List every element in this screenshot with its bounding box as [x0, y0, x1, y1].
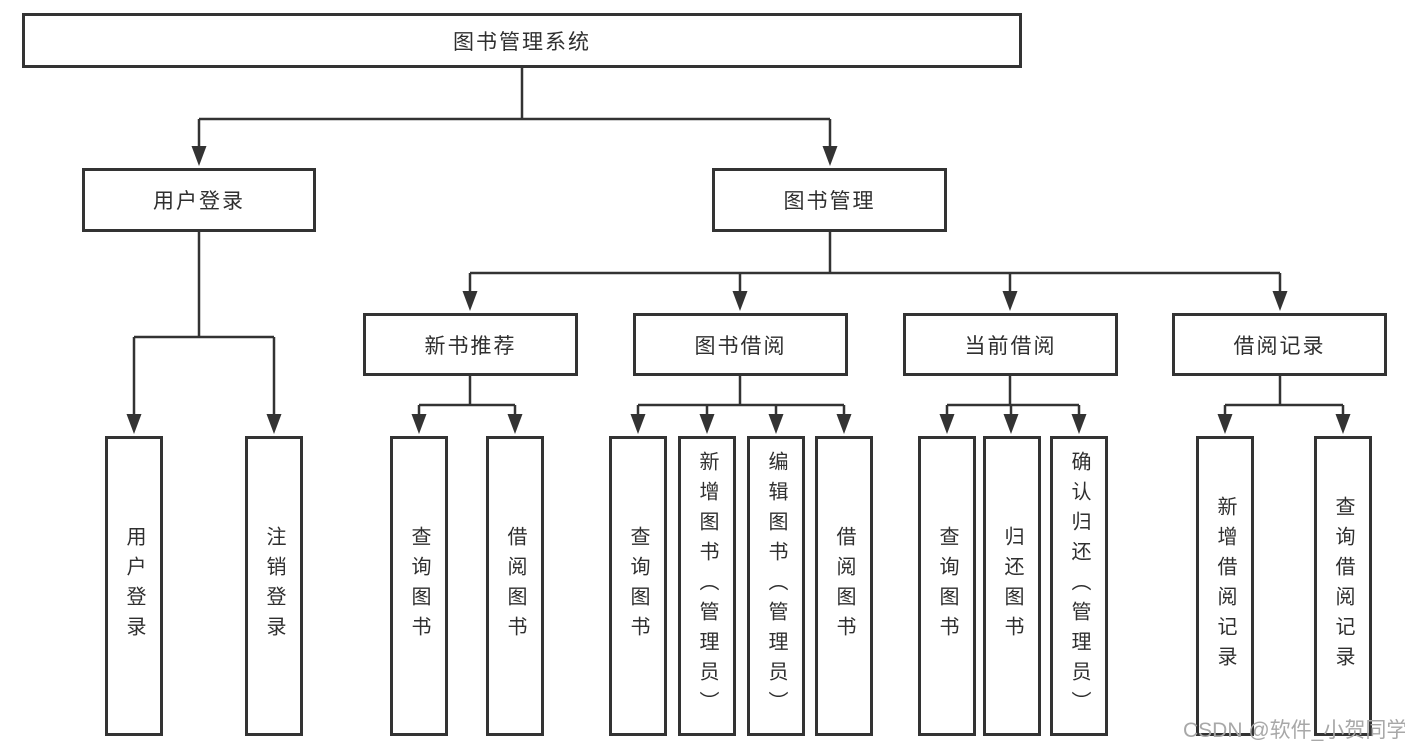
node-root-label: 图书管理系统 [453, 30, 591, 54]
leaf-logout-label: 注销登录 [263, 526, 285, 646]
leaf-query-books-borrow-label: 查询图书 [627, 526, 649, 646]
leaf-edit-book-admin: 编辑图书（管理员） [747, 436, 805, 736]
leaf-query-books-current-label: 查询图书 [936, 526, 958, 646]
leaf-query-books-recommend-label: 查询图书 [408, 526, 430, 646]
leaf-return-book: 归还图书 [983, 436, 1041, 736]
leaf-add-borrow-record-label: 新增借阅记录 [1214, 496, 1236, 676]
leaf-user-login: 用户登录 [105, 436, 163, 736]
node-root: 图书管理系统 [22, 13, 1022, 68]
leaf-query-books-current: 查询图书 [918, 436, 976, 736]
leaf-borrow-books: 借阅图书 [815, 436, 873, 736]
csdn-watermark: CSDN @软件_小贺同学 [1183, 719, 1405, 742]
node-current-borrow-label: 当前借阅 [964, 334, 1057, 358]
node-borrow-records-label: 借阅记录 [1233, 334, 1326, 358]
leaf-borrow-books-recommend: 借阅图书 [486, 436, 544, 736]
node-book-borrow-label: 图书借阅 [694, 334, 787, 358]
leaf-user-login-label: 用户登录 [123, 526, 145, 646]
leaf-query-books-borrow: 查询图书 [609, 436, 667, 736]
leaf-add-borrow-record: 新增借阅记录 [1196, 436, 1254, 736]
leaf-confirm-return-admin: 确认归还（管理员） [1050, 436, 1108, 736]
node-new-book-recommend-label: 新书推荐 [424, 334, 517, 358]
leaf-borrow-books-recommend-label: 借阅图书 [504, 526, 526, 646]
node-user-login-label: 用户登录 [153, 190, 245, 213]
leaf-add-book-admin-label: 新增图书（管理员） [696, 451, 718, 721]
leaf-query-borrow-record: 查询借阅记录 [1314, 436, 1372, 736]
node-borrow-records: 借阅记录 [1172, 313, 1387, 376]
leaf-logout: 注销登录 [245, 436, 303, 736]
leaf-return-book-label: 归还图书 [1001, 526, 1023, 646]
node-user-login: 用户登录 [82, 168, 316, 232]
leaf-borrow-books-label: 借阅图书 [833, 526, 855, 646]
leaf-edit-book-admin-label: 编辑图书（管理员） [765, 451, 787, 721]
node-book-management-label: 图书管理 [783, 190, 876, 213]
node-current-borrow: 当前借阅 [903, 313, 1118, 376]
leaf-query-borrow-record-label: 查询借阅记录 [1332, 496, 1354, 676]
node-book-borrow: 图书借阅 [633, 313, 848, 376]
leaf-query-books-recommend: 查询图书 [390, 436, 448, 736]
leaf-confirm-return-admin-label: 确认归还（管理员） [1068, 451, 1090, 721]
node-new-book-recommend: 新书推荐 [363, 313, 578, 376]
node-book-management: 图书管理 [712, 168, 947, 232]
leaf-add-book-admin: 新增图书（管理员） [678, 436, 736, 736]
